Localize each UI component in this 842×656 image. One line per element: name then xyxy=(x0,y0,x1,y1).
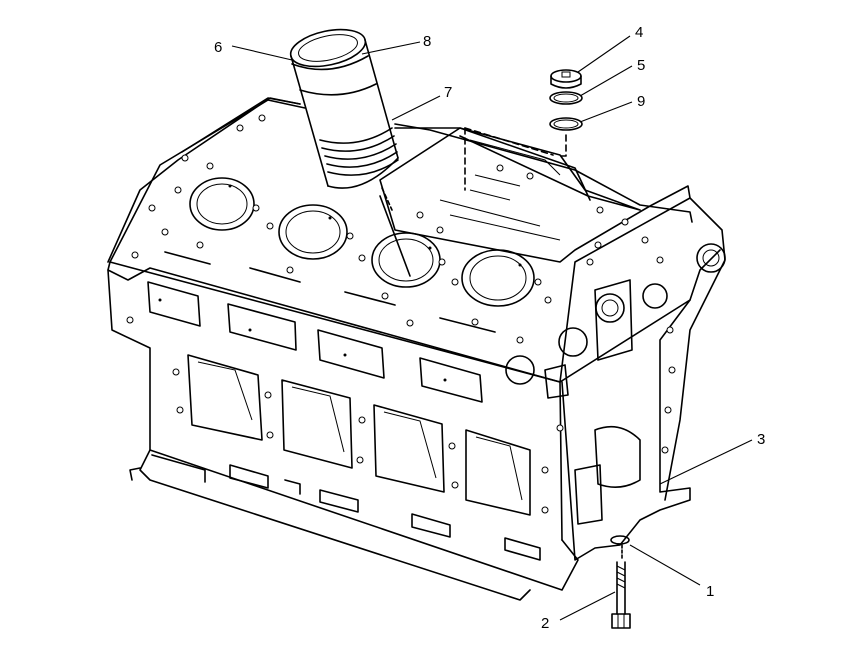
callout-6: 6 xyxy=(214,39,222,56)
plug-and-seals xyxy=(549,69,583,131)
callout-9: 9 xyxy=(637,93,645,110)
cylinder-liner xyxy=(289,28,411,277)
callout-7: 7 xyxy=(444,84,452,101)
callout-5: 5 xyxy=(637,57,645,74)
bolt-holes xyxy=(126,114,676,514)
callout-3: 3 xyxy=(757,431,765,448)
leader-lines xyxy=(231,35,753,621)
bolt-and-washer xyxy=(610,535,631,629)
callout-2: 2 xyxy=(541,615,549,632)
callout-labels: 1 2 3 4 5 6 7 8 9 xyxy=(214,24,765,632)
callout-1: 1 xyxy=(706,583,714,600)
callout-8: 8 xyxy=(423,33,431,50)
installation-path xyxy=(464,127,567,191)
callout-4: 4 xyxy=(635,24,643,41)
engine-block xyxy=(107,97,726,601)
